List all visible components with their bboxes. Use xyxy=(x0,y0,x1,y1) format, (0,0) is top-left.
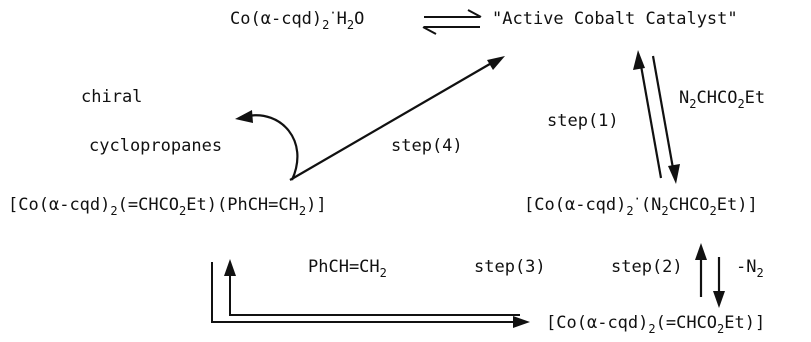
carbene-complex-label: [Co(α-cqd)2(=CHCO2Et)] xyxy=(546,313,766,336)
step2-label: step(2) xyxy=(611,257,683,277)
step3-inner-path xyxy=(229,270,520,316)
styrene-label: PhCH=CH2 xyxy=(308,257,387,280)
step2-arrows xyxy=(695,243,725,308)
cyclopropane-release-arrowhead xyxy=(235,110,253,123)
step1-label: step(1) xyxy=(547,111,619,131)
step3-right-arrowhead xyxy=(513,316,530,328)
step1-arrows xyxy=(633,50,680,184)
step1-up-arrowhead xyxy=(633,50,645,70)
step1-up-arrow xyxy=(638,59,663,179)
step1-down-arrowhead xyxy=(668,164,680,184)
carbene-styrene-complex-label: [Co(α-cqd)2(=CHCO2Et)(PhCH=CH2)] xyxy=(8,195,327,218)
cyclopropanes-label: cyclopropanes xyxy=(89,136,223,156)
ethyl-diazoacetate-label: N2CHCO2Et xyxy=(679,88,766,111)
step3-label: step(3) xyxy=(474,257,546,277)
equilibrium-arrows xyxy=(422,9,482,35)
step3-arrows xyxy=(211,259,530,328)
step4-arrows xyxy=(235,56,505,181)
diazo-complex-label: [Co(α-cqd)2·(N2CHCO2Et)] xyxy=(524,192,758,218)
cobalt-hydrate-label: Co(α-cqd)2·H2O xyxy=(230,6,365,32)
nitrogen-loss-label: -N2 xyxy=(736,257,764,280)
chiral-label: chiral xyxy=(81,87,143,107)
cyclopropane-release-curve xyxy=(247,114,299,181)
active-cobalt-catalyst-label: "Active Cobalt Catalyst" xyxy=(492,9,738,29)
step2-up-arrowhead xyxy=(695,243,707,260)
step3-outer-path xyxy=(211,262,520,323)
step4-diagonal-arrow xyxy=(289,60,496,181)
step4-label: step(4) xyxy=(391,136,463,156)
equilibrium-forward-arrowhead xyxy=(467,9,482,18)
equilibrium-reverse-arrowhead xyxy=(422,26,437,35)
step1-down-arrow xyxy=(651,55,676,175)
step2-down-arrowhead xyxy=(713,291,725,308)
step4-arrowhead xyxy=(487,56,505,70)
step3-up-arrowhead xyxy=(224,259,236,276)
